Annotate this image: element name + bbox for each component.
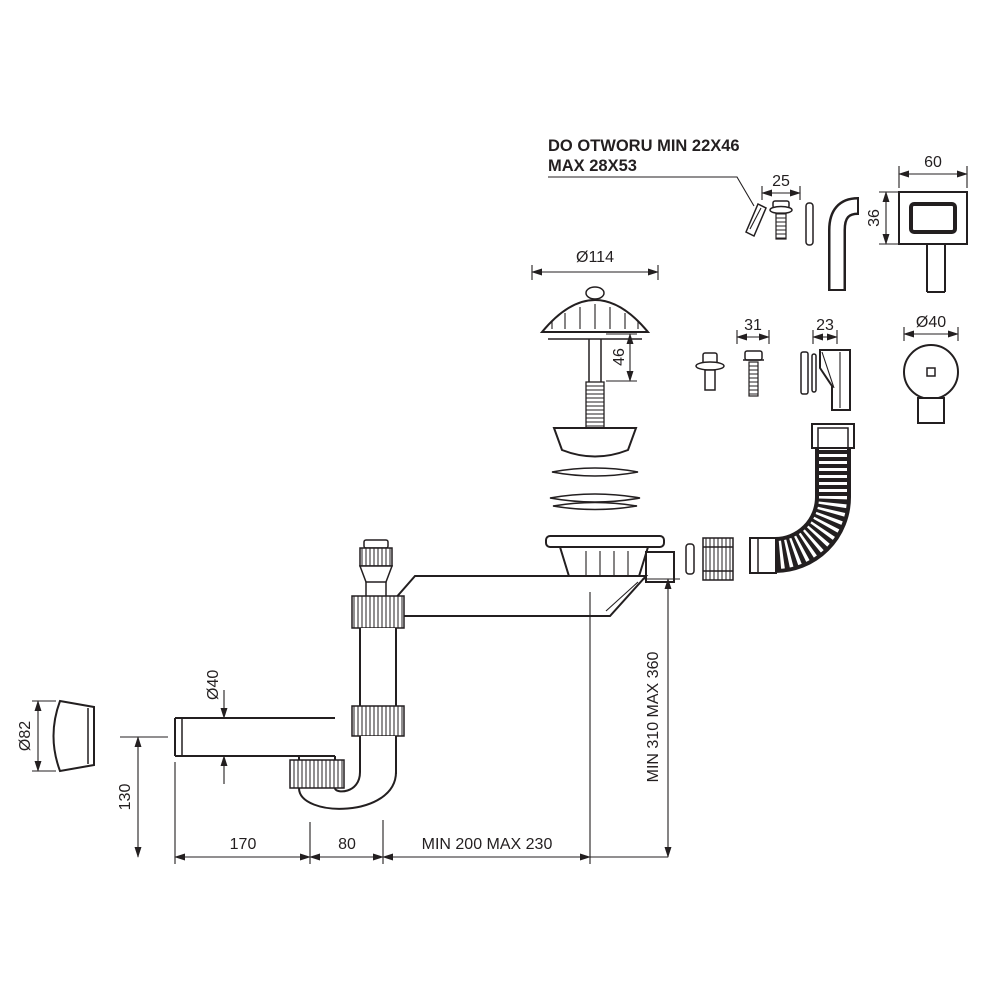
dim-outlet-40: Ø40 (903, 314, 959, 341)
dim-114-label: Ø114 (576, 249, 614, 266)
union-nut-top (351, 595, 405, 629)
dim-screw-31: 31 (736, 317, 770, 344)
overflow-elbow (828, 197, 859, 291)
overflow-plug (695, 352, 725, 391)
dim-40-pipe-label: Ø40 (205, 670, 222, 700)
drain-lock-nut (702, 537, 734, 581)
strainer-plug (539, 286, 651, 458)
bottom-dimensions: 170 80 MIN 200 MAX 230 (174, 592, 668, 864)
dim-elbow-23: 23 (812, 317, 838, 344)
dim-36-label: 36 (866, 209, 883, 227)
short-screw (769, 200, 793, 240)
union-nut-middle (351, 705, 405, 737)
dim-span-v-label: MIN 310 MAX 360 (645, 652, 662, 783)
elbow-fitting (819, 349, 851, 411)
dim-span-vertical: MIN 310 MAX 360 (642, 578, 680, 858)
strainer-washers (549, 467, 641, 511)
dim-60-label: 60 (924, 154, 942, 171)
outlet-pipe (174, 717, 336, 760)
p-trap-bend (298, 771, 397, 810)
retaining-clip (745, 202, 767, 238)
overflow-gasket (805, 202, 814, 246)
long-screw (743, 350, 764, 397)
hose-barb-fitting (358, 539, 394, 598)
note-line-2: MAX 28X53 (548, 157, 637, 175)
dim-130-label: 130 (117, 784, 134, 811)
dim-screw-25: 25 (761, 173, 801, 200)
dim-cover-36: 36 (866, 191, 899, 245)
dim-pipe-40: Ø40 (205, 670, 228, 784)
overflow-cover (898, 191, 968, 293)
dim-strainer-114: Ø114 (531, 249, 659, 280)
drain-tail-pipe (645, 551, 675, 583)
dim-span-h-label: MIN 200 MAX 230 (422, 836, 553, 853)
dim-flange-82: Ø82 (17, 700, 56, 772)
wall-flange (52, 699, 95, 773)
drain-gasket (685, 543, 695, 575)
note-leader-line (548, 176, 755, 207)
note-line-1: DO OTWORU MIN 22X46 (548, 137, 740, 155)
hole-size-note: DO OTWORU MIN 22X46 MAX 28X53 (548, 137, 755, 207)
corrugated-hose (749, 423, 855, 574)
dim-cover-60: 60 (898, 154, 968, 188)
dim-23-label: 23 (816, 317, 834, 334)
dim-31-label: 31 (744, 317, 762, 334)
inlet-tube (377, 575, 649, 617)
dim-strainer-46: 46 (606, 333, 637, 382)
dim-80-label: 80 (338, 836, 356, 853)
dim-82-label: Ø82 (17, 721, 34, 751)
union-nut-bottom (289, 759, 345, 789)
dim-46-label: 46 (611, 348, 628, 366)
hose-cuff-end (749, 537, 777, 574)
dim-40-top-label: Ø40 (916, 314, 946, 331)
riser-pipe-lower (359, 736, 397, 774)
dim-25-label: 25 (772, 173, 790, 190)
dim-170-label: 170 (230, 836, 257, 853)
dim-height-130: 130 (117, 736, 168, 858)
riser-pipe (359, 628, 397, 708)
outlet-connector (903, 344, 959, 424)
elbow-gaskets (800, 351, 817, 395)
